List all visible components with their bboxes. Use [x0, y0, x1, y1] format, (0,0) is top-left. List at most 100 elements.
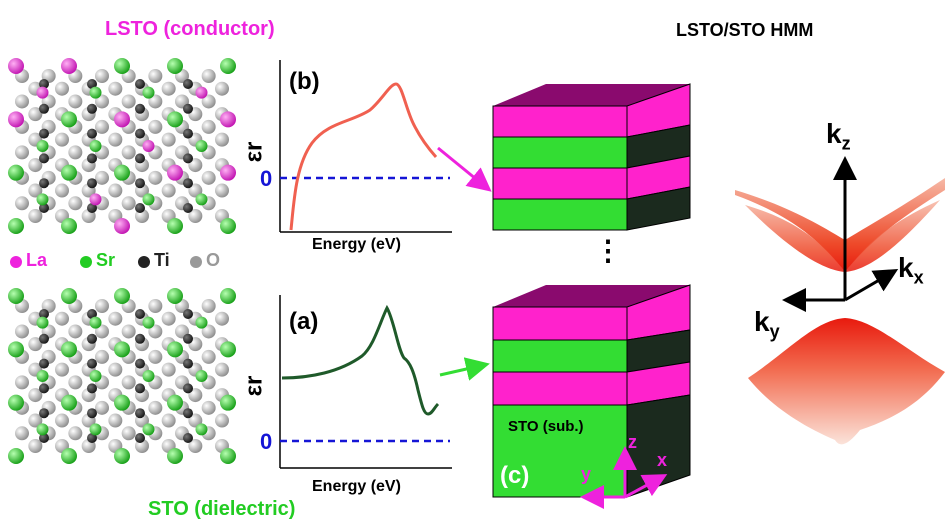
oxygen-atom: [161, 132, 176, 147]
oxygen-atom: [15, 94, 29, 109]
titanium-atom: [183, 309, 193, 319]
oxygen-atom: [148, 94, 163, 109]
strontium-atom: [36, 316, 49, 329]
panel-b-plot: [279, 60, 492, 233]
oxygen-atom: [121, 324, 136, 339]
strontium-atom: [195, 140, 208, 152]
lanthanum-atom: [114, 111, 130, 128]
strontium-atom: [167, 448, 183, 464]
oxygen-atom: [28, 388, 43, 403]
oxygen-atom: [68, 196, 83, 211]
strontium-atom: [142, 370, 155, 382]
titanium-atom: [87, 333, 97, 344]
titanium-atom: [87, 433, 97, 443]
oxygen-atom: [121, 375, 136, 390]
oxygen-atom: [148, 349, 163, 364]
oxygen-atom: [28, 107, 43, 122]
titanium-atom: [87, 408, 97, 419]
strontium-atom: [61, 111, 77, 128]
hmm-title: LSTO/STO HMM: [676, 20, 814, 40]
strontium-atom: [114, 341, 130, 358]
oxygen-atom: [95, 94, 109, 109]
oxygen-atom: [95, 349, 109, 364]
strontium-atom: [220, 394, 236, 411]
panel-a-zero-label: 0: [260, 429, 273, 454]
oxygen-atom: [148, 400, 163, 415]
strontium-atom: [8, 341, 24, 358]
strontium-atom: [36, 370, 49, 382]
titanium-atom: [39, 79, 49, 89]
oxygen-atom: [95, 324, 109, 339]
strontium-atom: [36, 423, 49, 436]
strontium-atom: [114, 288, 130, 304]
oxygen-atom: [15, 145, 29, 160]
oxygen-atom: [201, 170, 216, 185]
panel-a-plot: [279, 295, 490, 469]
strontium-atom: [195, 423, 208, 436]
stack-top-layer-4: [492, 198, 628, 231]
oxygen-atom: [161, 81, 176, 96]
strontium-atom: [220, 218, 236, 234]
oxygen-atom: [148, 69, 163, 83]
titanium-atom: [39, 178, 49, 189]
o-legend-dot: [190, 256, 202, 268]
sto-crystal-structure: [8, 288, 236, 464]
strontium-atom: [195, 193, 208, 206]
oxygen-atom: [15, 375, 29, 390]
stack-bottom-layer-3: [492, 371, 628, 406]
titanium-atom: [135, 79, 145, 89]
oxygen-atom: [161, 311, 176, 326]
stack-top-layer-3: [492, 167, 628, 200]
lanthanum-atom: [89, 193, 102, 206]
oxygen-atom: [201, 349, 216, 364]
oxygen-atom: [121, 426, 136, 441]
upper-hyperboloid-sheet: [735, 178, 945, 272]
oxygen-atom: [148, 299, 163, 313]
strontium-atom: [89, 423, 102, 436]
la-legend-label: La: [26, 250, 48, 270]
titanium-atom: [87, 79, 97, 89]
titanium-atom: [39, 383, 49, 394]
oxygen-atom: [68, 145, 83, 160]
titanium-atom: [135, 203, 145, 213]
titanium-atom: [183, 203, 193, 213]
oxygen-atom: [28, 337, 43, 352]
oxygen-atom: [68, 426, 83, 441]
strontium-atom: [61, 394, 77, 411]
oxygen-atom: [108, 81, 123, 96]
oxygen-atom: [161, 413, 176, 428]
lanthanum-atom: [61, 58, 77, 74]
oxygen-atom: [201, 69, 216, 83]
panel-a-permittivity-curve: [281, 304, 440, 416]
titanium-atom: [135, 408, 145, 419]
kx-label: kx: [898, 252, 924, 289]
oxygen-atom: [215, 413, 229, 428]
sr-legend-dot: [80, 256, 92, 268]
oxygen-atom: [15, 426, 29, 441]
oxygen-atom: [55, 362, 69, 377]
strontium-atom: [142, 316, 155, 329]
oxygen-atom: [215, 81, 229, 96]
strontium-atom: [61, 164, 77, 181]
strontium-atom: [167, 288, 183, 304]
titanium-atom: [183, 153, 193, 164]
titanium-atom: [39, 358, 49, 369]
lanthanum-atom: [114, 218, 130, 234]
titanium-atom: [135, 178, 145, 189]
titanium-atom: [183, 128, 193, 139]
strontium-atom: [142, 423, 155, 436]
sr-legend-label: Sr: [96, 250, 116, 270]
axis-y-label: y: [581, 464, 592, 484]
titanium-atom: [87, 203, 97, 213]
strontium-atom: [89, 316, 102, 329]
strontium-atom: [114, 164, 130, 181]
titanium-atom: [87, 383, 97, 394]
panel-b-permittivity-curve: [289, 82, 438, 231]
titanium-atom: [39, 153, 49, 164]
kz-label-sub: z: [841, 133, 851, 154]
oxygen-atom: [215, 311, 229, 326]
strontium-atom: [167, 111, 183, 128]
titanium-atom: [183, 433, 193, 443]
stack-bottom-top-face: [493, 285, 690, 307]
oxygen-atom: [55, 81, 69, 96]
